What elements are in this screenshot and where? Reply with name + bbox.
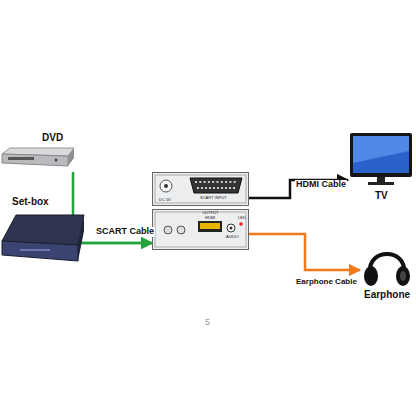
device-label: DVD [42, 133, 63, 143]
earphone-illustration [362, 244, 412, 288]
scart-hdmi-converter: DC 5V SCART INPUT OUTPUTHDMI AUDIO LED [152, 172, 250, 250]
port-label: AUDIO [226, 235, 239, 239]
port-label: LED [238, 216, 246, 220]
port-label: SCART INPUT [200, 196, 227, 200]
device-label: TV [375, 191, 388, 201]
cable-label: HDMI Cable [295, 180, 347, 190]
setbox-illustration [0, 211, 84, 267]
dvd-illustration [0, 148, 74, 172]
device-label: Set-box [12, 197, 49, 207]
tv-set: TV [348, 133, 414, 205]
page-number: 5 [205, 318, 210, 327]
cable-label: Earphone Cable [295, 278, 358, 287]
set-top-box: Set-box [0, 197, 86, 267]
cable-connector [249, 180, 348, 198]
port-label: DC 5V [159, 198, 171, 202]
cable-label: SCART Cable [95, 227, 155, 237]
dvd-player: DVD [0, 133, 76, 173]
tv-illustration [348, 133, 414, 187]
earphone: Earphone [360, 244, 414, 304]
port-label: HDMI [205, 216, 215, 220]
port-label: OUTPUT [202, 211, 218, 215]
device-label: Earphone [364, 290, 410, 300]
cable-connector [249, 234, 360, 270]
